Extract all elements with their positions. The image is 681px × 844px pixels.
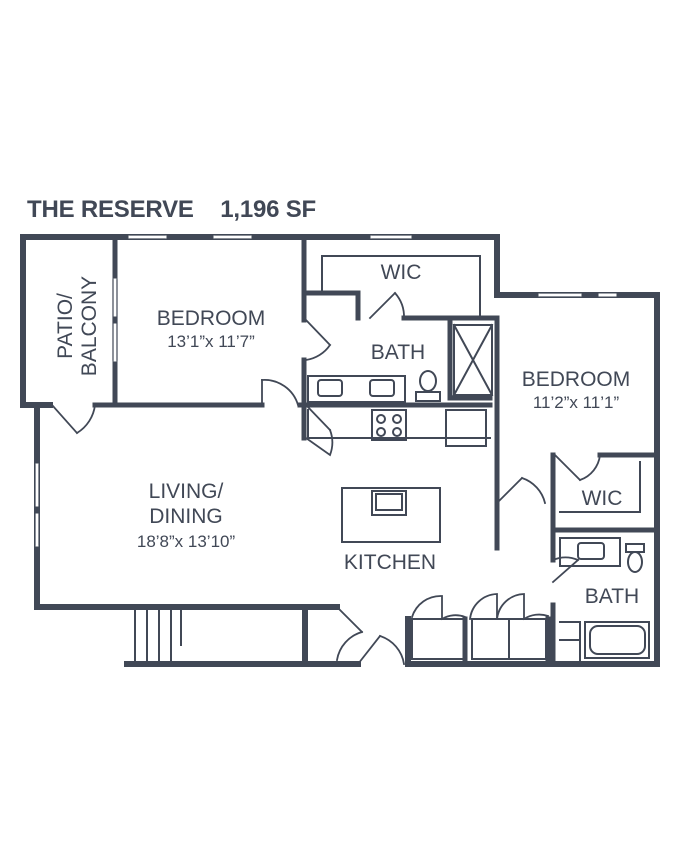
wic1-shelves xyxy=(321,255,481,319)
bath1-label: BATH xyxy=(371,341,425,364)
wic2-shelves xyxy=(559,461,641,513)
bedroom1-label: BEDROOM xyxy=(157,307,266,330)
kitchen-fixtures xyxy=(307,409,491,543)
closet-shelves xyxy=(411,618,547,660)
windows xyxy=(35,235,617,547)
patio-label-2: BALCONY xyxy=(78,276,101,376)
plan-area: 1,196 SF xyxy=(220,196,317,223)
patio-label-1: PATIO/ xyxy=(54,293,77,359)
bedroom1-dimensions: 13’1”x 11’7” xyxy=(167,332,255,351)
bath2-label: BATH xyxy=(585,585,639,608)
stairs xyxy=(134,609,182,661)
living-dimensions: 18’8”x 13’10” xyxy=(137,532,236,551)
plan-name: THE RESERVE xyxy=(27,196,194,223)
interior-walls xyxy=(92,234,660,667)
bedroom2-dimensions: 11’2”x 11’1” xyxy=(533,393,620,412)
wic2-label: WIC xyxy=(582,487,623,510)
exterior-walls xyxy=(20,234,660,667)
living-label-1: LIVING/ xyxy=(149,480,224,503)
room-labels: PATIO/ BALCONY BEDROOM 13’1”x 11’7” WIC … xyxy=(54,261,639,608)
bath2-fixtures xyxy=(559,537,650,665)
kitchen-label: KITCHEN xyxy=(344,551,436,574)
bedroom2-label: BEDROOM xyxy=(522,368,631,391)
plan-title: THE RESERVE 1,196 SF xyxy=(27,196,316,224)
living-label-2: DINING xyxy=(149,505,223,528)
doors xyxy=(50,291,601,666)
wic1-label: WIC xyxy=(381,261,422,284)
bath1-fixtures xyxy=(307,323,494,403)
